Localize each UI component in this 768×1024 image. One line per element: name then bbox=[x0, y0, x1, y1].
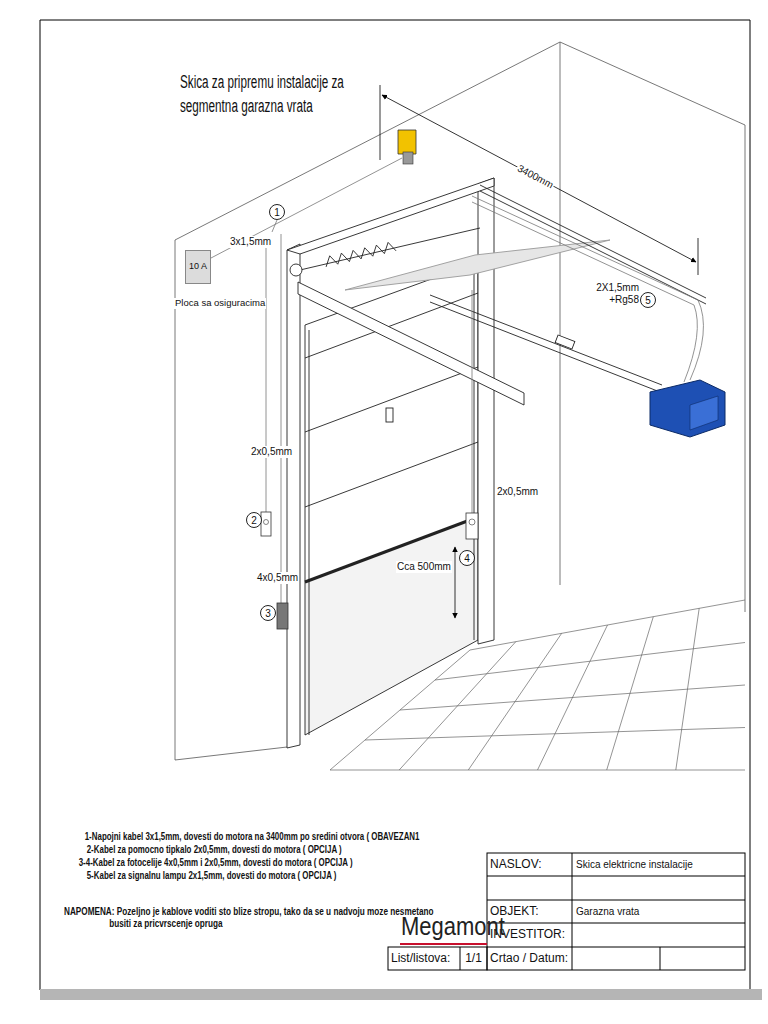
logo-underline bbox=[400, 943, 487, 945]
note-text: 2-Kabel za pomocno tipkalo 2x0,5mm, dove… bbox=[86, 843, 342, 856]
callout-number: 2 bbox=[246, 512, 262, 528]
cell-text: Garazna vrata bbox=[576, 906, 639, 917]
callout-number: 1 bbox=[269, 204, 285, 220]
cell-text: NASLOV: bbox=[490, 858, 542, 871]
callout-text: 1 bbox=[274, 207, 280, 218]
cell-text: 10 A bbox=[189, 262, 207, 272]
dimension-label: 2X1,5mm +Rg58 bbox=[592, 282, 640, 305]
cell-text: List/listova: bbox=[391, 952, 450, 965]
title-block-cell: Crtao / Datum: bbox=[487, 947, 572, 970]
title-block-cell: 1/1 bbox=[460, 947, 487, 970]
note-text: 3-4-Kabel za fotocelije 4x0,5mm i 2x0,5m… bbox=[78, 856, 353, 869]
cable-routes bbox=[211, 158, 703, 603]
dimension-label: 3x1,5mm bbox=[229, 236, 272, 248]
callout-text: 5 bbox=[645, 295, 651, 306]
callout-text: 2 bbox=[251, 515, 257, 526]
fuse-board: 10 A bbox=[185, 250, 211, 284]
dimension-label: Cca 500mm bbox=[396, 561, 452, 573]
callout-number: 5 bbox=[640, 292, 656, 308]
dimension-label: 3400mm bbox=[515, 162, 557, 191]
callout-text: 3 bbox=[265, 608, 271, 619]
room-outline bbox=[175, 42, 745, 760]
callout-number: 3 bbox=[260, 605, 276, 621]
dimension-label: Ploca sa osiguracima bbox=[174, 298, 266, 309]
callout-text: 4 bbox=[464, 553, 470, 564]
company-logo: Megamont bbox=[400, 912, 506, 941]
note-text: NAPOMENA: Pozeljno je kablove voditi sto… bbox=[64, 905, 445, 929]
cell-text: 1/1 bbox=[465, 952, 482, 965]
sheet-title: Skica za pripremu instalacije za segment… bbox=[180, 70, 362, 118]
devices bbox=[261, 130, 725, 629]
note-text: 1-Napojni kabel 3x1,5mm, dovesti do moto… bbox=[84, 830, 420, 843]
dimension-label: 4x0,5mm bbox=[256, 572, 299, 584]
dimension-lines bbox=[380, 85, 698, 618]
title-block-cell: Skica elektricne instalacije bbox=[572, 853, 745, 876]
cell-text: Crtao / Datum: bbox=[490, 952, 568, 965]
title-block-cell: List/listova: bbox=[388, 947, 460, 970]
cell-text: Skica elektricne instalacije bbox=[576, 859, 693, 870]
sheet-frame bbox=[40, 20, 750, 990]
dimension-label: 2x0,5mm bbox=[250, 446, 293, 458]
note-text: 5-Kabel za signalnu lampu 2x1,5mm, doves… bbox=[86, 869, 337, 882]
dimension-label: 2x0,5mm bbox=[496, 486, 539, 498]
title-block-cell: NASLOV: bbox=[487, 853, 572, 876]
bottom-bar bbox=[40, 989, 762, 1000]
door-tracks bbox=[290, 185, 706, 405]
callout-number: 4 bbox=[459, 550, 475, 566]
title-block-cell: Garazna vrata bbox=[572, 900, 745, 923]
